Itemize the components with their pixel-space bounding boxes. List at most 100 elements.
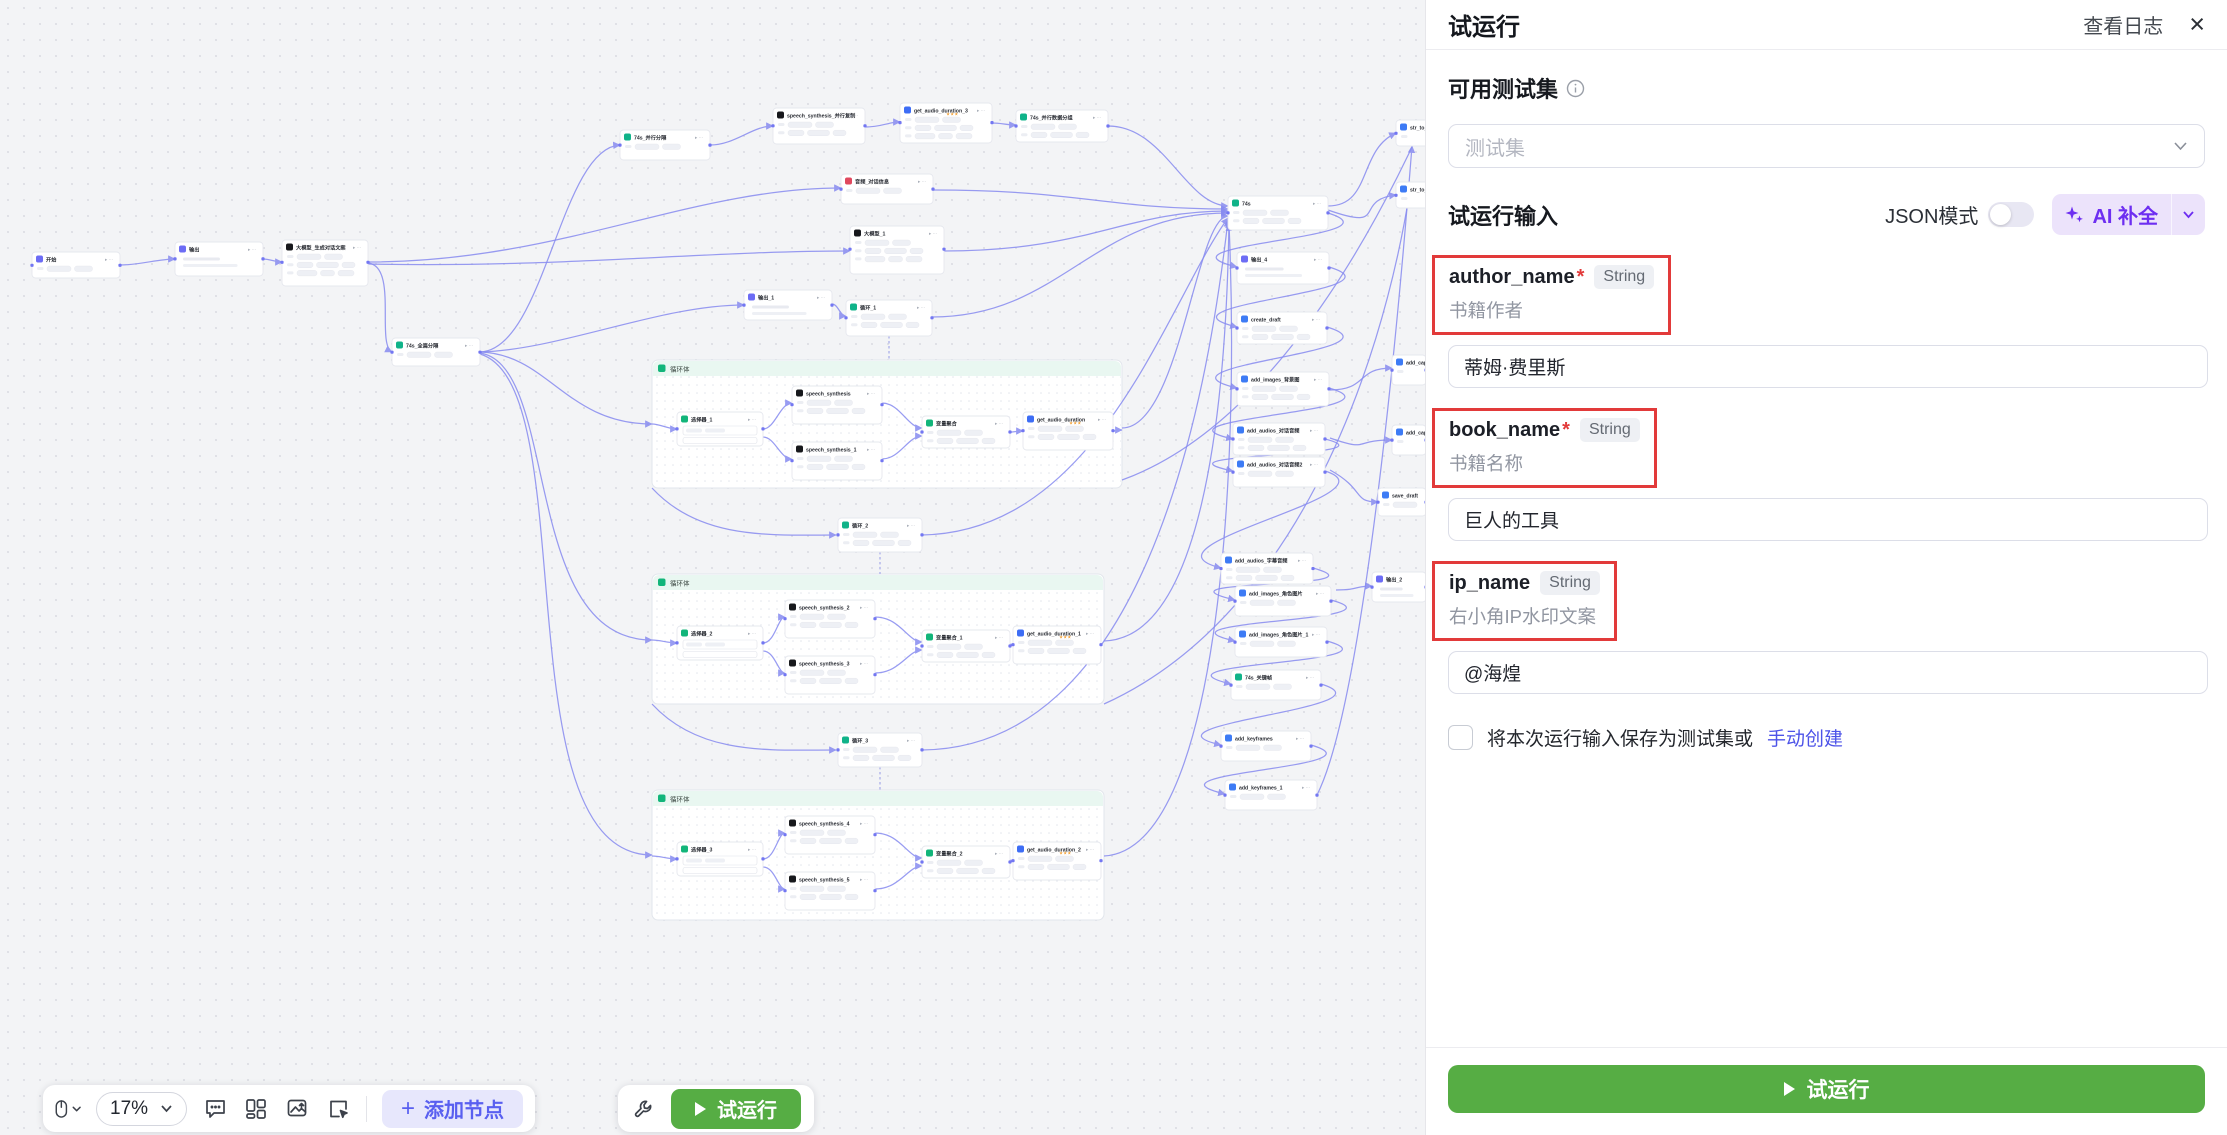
- workflow-node[interactable]: 选择器_3▸ ···: [675, 841, 765, 877]
- workflow-node[interactable]: get_audio_duration_3▸ ···★★★: [898, 102, 994, 144]
- close-icon[interactable]: ×: [2189, 9, 2205, 39]
- rating-stars: ★★★: [1069, 421, 1081, 426]
- node-actions: ▸ ···: [1093, 115, 1101, 120]
- workflow-node[interactable]: add_audios_对话音频▸ ···: [1231, 422, 1327, 456]
- save-dataset-checkbox[interactable]: [1448, 725, 1473, 750]
- workflow-node[interactable]: add_audios_字幕音频▸ ···: [1219, 552, 1315, 585]
- workflow-edge: [831, 303, 847, 320]
- workflow-node[interactable]: get_audio_duration▸ ···★★★: [1021, 411, 1115, 451]
- field-value-input[interactable]: [1448, 345, 2208, 388]
- workflow-node[interactable]: get_audio_duration_1▸ ···★★★: [1011, 625, 1103, 665]
- add-node-button[interactable]: + 添加节点: [382, 1089, 524, 1128]
- workflow-node[interactable]: add_keyframes▸ ···: [1219, 730, 1313, 762]
- workflow-node[interactable]: speech_synthesis_并行复制▸ ···: [771, 107, 867, 145]
- workflow-node[interactable]: add_images_角色图片▸ ···: [1233, 585, 1333, 617]
- workflow-node[interactable]: speech_synthesis_5▸ ···: [783, 871, 877, 911]
- panel-run-button[interactable]: 试运行: [1448, 1065, 2205, 1113]
- ai-complete-button[interactable]: AI 补全: [2052, 194, 2205, 235]
- node-title: 大模型_生成对话文案: [296, 243, 346, 251]
- workflow-node[interactable]: 循环_3▸ ···: [836, 732, 924, 768]
- workflow-node[interactable]: 大模型_1▸ ···: [848, 225, 946, 275]
- dataset-section-label: 可用测试集: [1448, 72, 2205, 104]
- workflow-node[interactable]: 循环_1▸ ···: [844, 299, 934, 337]
- workflow-node[interactable]: add_images_背景图▸ ···: [1235, 371, 1331, 407]
- workflow-node[interactable]: 74s_全篇分隔▸ ···: [390, 337, 482, 367]
- cursor-mode-button[interactable]: [55, 1096, 81, 1122]
- field-name: ip_name: [1449, 571, 1531, 594]
- wrench-icon: [634, 1100, 652, 1117]
- workflow-node[interactable]: 74s_并行数据分组▸ ···: [1014, 109, 1110, 143]
- test-run-panel: 试运行 查看日志 × 可用测试集 测试集 试运行输入: [1425, 0, 2227, 1135]
- workflow-node[interactable]: speech_synthesis▸ ···: [790, 385, 884, 425]
- workflow-node[interactable]: 74s▸ ···: [1226, 195, 1330, 231]
- tools-button[interactable]: [631, 1096, 657, 1122]
- workflow-node[interactable]: 输出_1▸ ···: [742, 289, 834, 321]
- export-image-button[interactable]: [284, 1096, 310, 1122]
- comment-button[interactable]: [202, 1096, 228, 1122]
- node-title: 开始: [46, 255, 57, 263]
- workflow-node[interactable]: 选择器_1▸ ···: [675, 411, 765, 447]
- workflow-node[interactable]: speech_synthesis_4▸ ···: [783, 815, 877, 855]
- workflow-edge: [921, 217, 1229, 536]
- workflow-node[interactable]: save_draft: [1376, 487, 1425, 517]
- workflow-node[interactable]: add_captions_1: [1390, 424, 1425, 456]
- manual-create-link[interactable]: 手动创建: [1767, 729, 1844, 750]
- workflow-node[interactable]: 选择器_2▸ ···: [675, 625, 765, 661]
- node-title: get_audio_duration_1: [1027, 631, 1081, 637]
- workflow-node[interactable]: str_to_json_1: [1394, 181, 1425, 209]
- workflow-node[interactable]: speech_synthesis_2▸ ···: [783, 599, 877, 639]
- workflow-node[interactable]: 输出▸ ···: [173, 241, 265, 277]
- workflow-node[interactable]: add_keyframes_1▸ ···: [1223, 779, 1319, 811]
- workflow-edge: [1103, 223, 1234, 857]
- workflow-node[interactable]: 循环_2▸ ···: [836, 517, 924, 553]
- workflow-node[interactable]: add_captions: [1390, 354, 1425, 386]
- workflow-node[interactable]: create_draft▸ ···: [1235, 311, 1329, 345]
- node-title: speech_synthesis_3: [799, 661, 850, 667]
- workflow-edge: [991, 121, 1017, 129]
- workflow-node[interactable]: get_audio_duration_2▸ ···★★★: [1011, 841, 1103, 881]
- workflow-edge: [1215, 212, 1344, 270]
- workflow-node[interactable]: 音频_对话信息▸ ···: [839, 173, 935, 205]
- ai-complete-dropdown[interactable]: [2172, 210, 2205, 219]
- workflow-node[interactable]: str_to_json: [1394, 119, 1425, 147]
- select-region-button[interactable]: [325, 1096, 351, 1122]
- layout-button[interactable]: [243, 1096, 269, 1122]
- workflow-node[interactable]: 输出_4▸ ···: [1235, 251, 1331, 285]
- test-run-button[interactable]: 试运行: [671, 1088, 801, 1129]
- node-actions: ▸ ···: [817, 295, 825, 300]
- field-value-input[interactable]: [1448, 498, 2208, 541]
- workflow-node[interactable]: 开始 ▸ ···: [30, 251, 122, 279]
- node-title: 74s_关键帧: [1245, 673, 1273, 681]
- info-icon[interactable]: [1566, 79, 1585, 98]
- dataset-select[interactable]: 测试集: [1448, 124, 2205, 168]
- annotation-red-box: ip_name * String 右小角IP水印文案: [1432, 561, 1617, 641]
- workflow-node[interactable]: speech_synthesis_3▸ ···: [783, 655, 877, 695]
- workflow-node[interactable]: 变量聚合▸ ···: [920, 415, 1012, 449]
- node-title: add_keyframes: [1235, 736, 1273, 742]
- workflow-node[interactable]: add_audios_对话音频2▸ ···: [1231, 456, 1327, 488]
- workflow-node[interactable]: 74s_并行分隔▸ ···: [618, 129, 712, 161]
- workflow-node[interactable]: 大模型_生成对话文案▸ ···: [280, 239, 370, 287]
- node-actions: ▸ ···: [105, 257, 113, 262]
- workflow-node[interactable]: 输出_2: [1370, 571, 1425, 603]
- field-value-input[interactable]: [1448, 651, 2208, 694]
- zoom-level-select[interactable]: 17%: [96, 1091, 188, 1126]
- workflow-node[interactable]: 变量聚合_1▸ ···: [920, 629, 1012, 663]
- view-logs-link[interactable]: 查看日志: [2083, 16, 2164, 38]
- workflow-node[interactable]: add_images_角色图片_1▸ ···: [1233, 626, 1329, 658]
- dataset-label-text: 可用测试集: [1448, 77, 1559, 102]
- node-actions: ▸ ···: [995, 851, 1003, 856]
- node-title: str_to_json_1: [1410, 187, 1425, 193]
- json-mode-toggle[interactable]: [1988, 202, 2035, 227]
- workflow-canvas[interactable]: 循环体循环体循环体开始▸ ···输出▸ ···大模型_生成对话文案▸ ···74…: [0, 0, 1425, 1135]
- workflow-node[interactable]: 变量聚合_2▸ ···: [920, 845, 1012, 879]
- save-dataset-text: 将本次运行输入保存为测试集或: [1487, 729, 1754, 750]
- node-title: add_captions: [1406, 360, 1425, 366]
- workflow-node[interactable]: speech_synthesis_1▸ ···: [790, 441, 884, 481]
- ai-complete-label: AI 补全: [2092, 206, 2158, 228]
- workflow-edge: [874, 832, 923, 862]
- ai-complete-main[interactable]: AI 补全: [2052, 200, 2171, 229]
- workflow-node[interactable]: 74s_关键帧▸ ···: [1229, 669, 1323, 701]
